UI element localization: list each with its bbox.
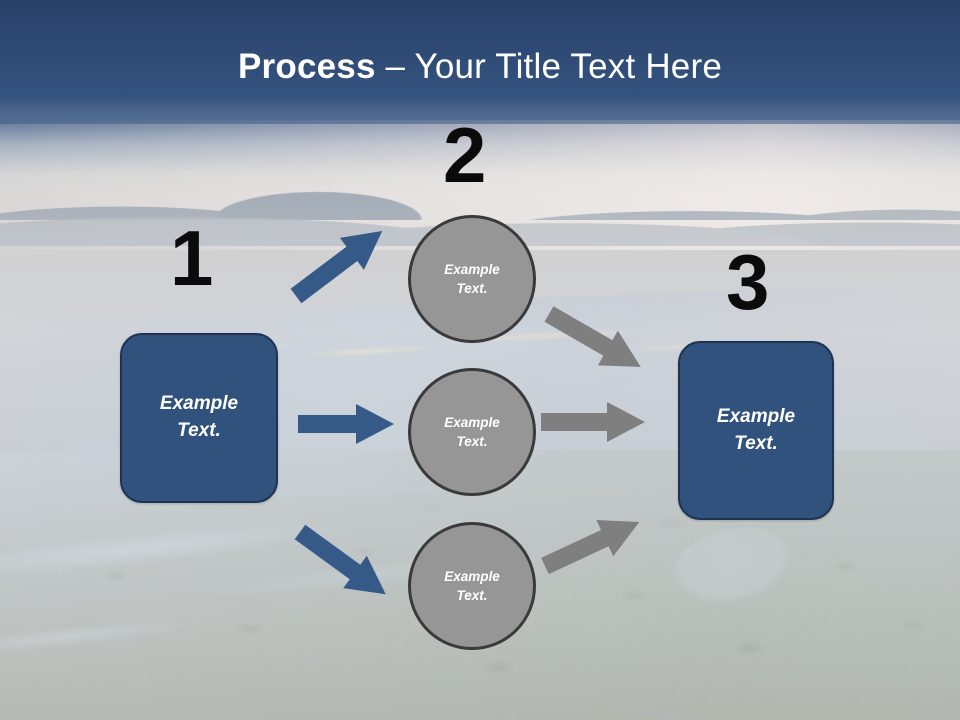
branch-circle-3-label-line2: Text. <box>456 588 488 603</box>
branch-circle-3-label-line1: Example <box>444 568 500 584</box>
blue-arrow-up-right <box>284 215 394 312</box>
blue-arrow-down-right <box>288 516 397 611</box>
start-process-box[interactable]: Example Text. <box>120 333 278 503</box>
branch-circle-1-label-line1: Example <box>444 261 500 277</box>
start-box-label-line1: Example <box>159 393 239 415</box>
end-box-label-line1: Example <box>716 405 796 427</box>
end-process-box[interactable]: Example Text. <box>678 341 834 520</box>
step-number-3: 3 <box>726 238 769 326</box>
gray-arrow-right <box>541 402 645 442</box>
branch-circle-2-label-line2: Text. <box>456 434 488 449</box>
page-title: Process – Your Title Text Here <box>238 47 722 87</box>
step-number-2: 2 <box>443 111 486 199</box>
title-keyword: Process <box>238 47 376 86</box>
title-bar: Process – Your Title Text Here <box>0 0 960 124</box>
gray-arrow-up-right <box>537 504 648 584</box>
branch-circle-2[interactable]: Example Text. <box>408 368 536 496</box>
gray-arrow-down-right <box>539 297 651 385</box>
end-box-label-line2: Text. <box>734 432 778 454</box>
start-box-label-line2: Text. <box>177 420 221 441</box>
branch-circle-1[interactable]: Example Text. <box>408 215 536 343</box>
branch-circle-2-label-line1: Example <box>444 414 500 430</box>
blue-arrow-right <box>298 404 394 444</box>
branch-circle-3[interactable]: Example Text. <box>408 522 536 650</box>
step-number-1: 1 <box>170 214 213 302</box>
branch-circle-1-label-line2: Text. <box>456 281 488 296</box>
title-subtext: – Your Title Text Here <box>375 47 722 86</box>
